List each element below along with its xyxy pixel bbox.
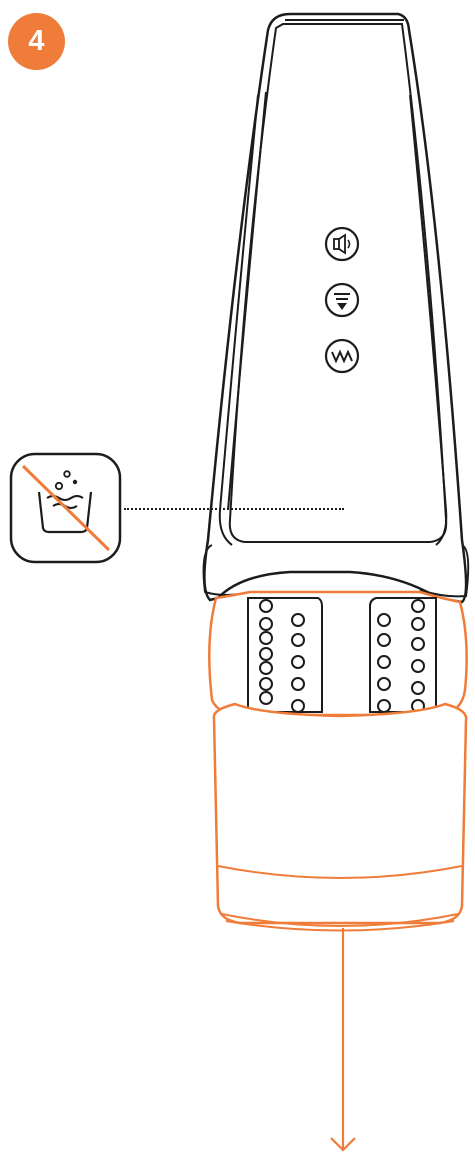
filter-cup-base-1 [221, 913, 459, 927]
arrow-down-icon [330, 928, 356, 1152]
filter-cage [208, 590, 468, 717]
water-waves-icon [324, 338, 360, 374]
filter-cup [212, 702, 468, 925]
step-number: 4 [28, 25, 45, 57]
device-left-groove [218, 91, 267, 546]
warning-icon-svg [9, 452, 122, 564]
filter-cup-base-2 [225, 920, 455, 932]
filter-cup-ring [217, 865, 463, 879]
callout-leader-line [124, 508, 344, 510]
step-number-badge: 4 [8, 13, 65, 70]
cage-left-panel [247, 597, 323, 713]
filter-icon [324, 282, 360, 318]
device-right-groove [409, 94, 448, 546]
speaker-icon [324, 226, 360, 262]
no-carbonated-water-icon [9, 452, 122, 564]
cage-right-panel [369, 597, 437, 713]
